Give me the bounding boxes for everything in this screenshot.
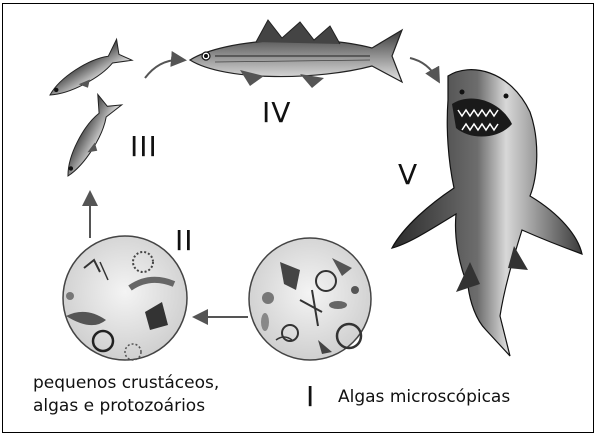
stage-i-caption: Algas microscópicas — [338, 386, 510, 408]
stage-i-label: I — [306, 380, 315, 413]
stage-ii-label: II — [175, 224, 194, 257]
stage-ii-caption-line1: pequenos crustáceos, — [33, 372, 219, 394]
stage-ii-caption-line2: algas e protozoários — [33, 395, 205, 417]
microscopic-algae-image — [249, 238, 371, 360]
stage-v-label: V — [398, 158, 418, 191]
medium-fish-image — [190, 20, 402, 88]
arrow-iv-to-v — [410, 58, 438, 80]
stage-iii-label: III — [130, 130, 158, 163]
small-fish-image — [44, 38, 132, 182]
shark-image — [392, 70, 582, 356]
arrow-iii-to-iv — [145, 60, 183, 78]
stage-iv-label: IV — [262, 96, 291, 129]
zooplankton-image — [63, 236, 187, 360]
